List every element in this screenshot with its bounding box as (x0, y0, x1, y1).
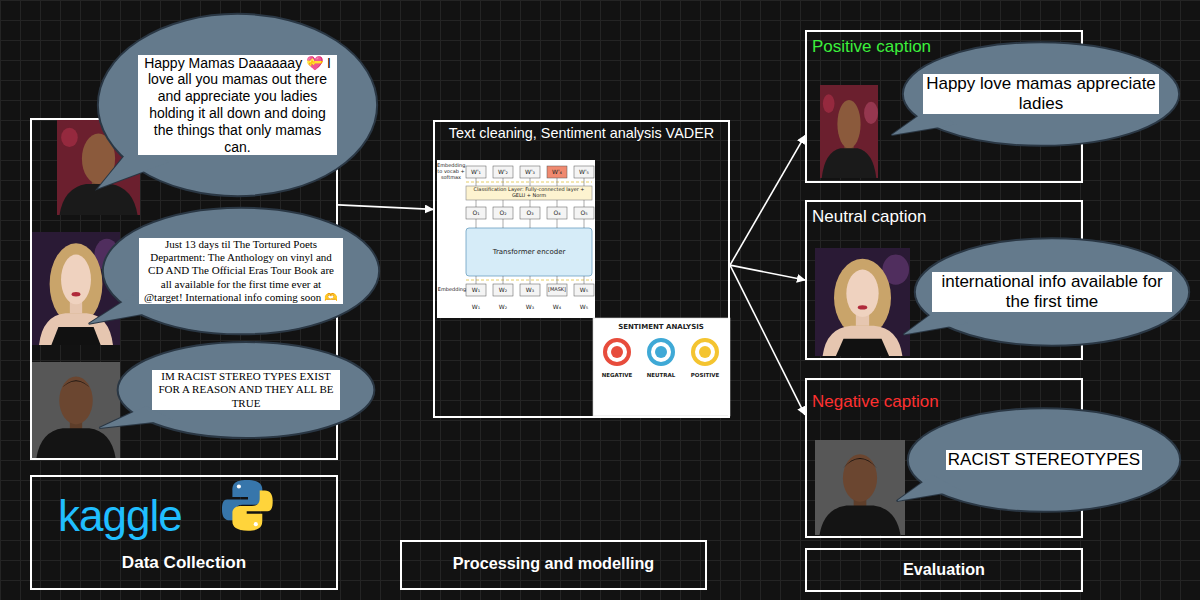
stage-label-box: Processing and modelling (400, 540, 707, 590)
bubble-outline (915, 238, 1189, 346)
figure-label: O₃ (526, 210, 533, 217)
bubble-outline (103, 208, 379, 335)
bubble-text: IM RACIST STEREO TYPES EXIST FOR A REASO… (152, 370, 341, 410)
photo (815, 440, 905, 535)
photo (32, 362, 120, 458)
figure-label: W₅ (580, 304, 588, 311)
caption-panel: Positive captionHappy love mamas appreci… (805, 30, 1083, 183)
speech-bubble: Happy love mamas appreciate ladies (900, 40, 1182, 148)
source-panel: Happy Mamas Daaaaaay 💝 I love all you ma… (30, 118, 338, 460)
figure-label: W'₁ (471, 169, 481, 176)
figure-label: Embedding to vocab + softmax (437, 163, 465, 180)
bubble-text: international info available for the fir… (932, 272, 1173, 313)
bubble-text-area: international info available for the fir… (932, 261, 1173, 324)
connector-arrow (730, 265, 805, 280)
stage-label-box: Evaluation (805, 548, 1083, 592)
speech-bubble: Just 13 days til The Tortured Poets Depa… (100, 205, 382, 337)
figure-label: W₄ (553, 304, 561, 311)
speech-bubble: international info available for the fir… (912, 236, 1192, 348)
node-text: Processing and modelling (402, 554, 705, 573)
node-text: Neutral caption (812, 207, 926, 227)
bubble-text-area: Happy Mamas Daaaaaay 💝 I love all you ma… (138, 40, 338, 169)
bubble-text-area: IM RACIST STEREO TYPES EXIST FOR A REASO… (152, 358, 341, 422)
python-logo (222, 480, 273, 531)
figure-label: POSITIVE (691, 372, 720, 378)
bubble-outline (98, 14, 377, 196)
figure-label: O₄ (553, 210, 560, 217)
node-text: Text cleaning, Sentiment analysis VADER (435, 124, 728, 142)
bubble-outline (118, 342, 375, 438)
node-text: Negative caption (812, 392, 939, 412)
figure-label: W'₅ (579, 169, 589, 176)
node-text: Positive caption (812, 37, 931, 57)
speech-bubble: Happy Mamas Daaaaaay 💝 I love all you ma… (95, 10, 380, 200)
sentiment-figure (593, 318, 730, 416)
figure-label: W₃ (526, 287, 534, 294)
bubble-text-area: RACIST STEREOTYPES (927, 432, 1161, 488)
bubble-text: Just 13 days til The Tortured Poets Depa… (139, 238, 342, 304)
caption-panel: Neutral captioninternational info availa… (805, 200, 1083, 360)
bubble-text-area: Happy love mamas appreciate ladies (923, 64, 1160, 125)
speech-bubble: RACIST STEREOTYPES (905, 406, 1183, 514)
figure-label: W₁ (472, 304, 480, 311)
node-text: Evaluation (807, 560, 1081, 579)
figure-label: NEUTRAL (647, 372, 676, 378)
figure-label: W₂ (499, 287, 507, 294)
bubble-tail (897, 475, 961, 501)
figure-label: SENTIMENT ANALYSIS (618, 323, 704, 331)
bubble-outline (908, 408, 1180, 512)
figure-label: O₂ (499, 210, 506, 217)
figure-label: W₃ (526, 304, 534, 311)
bubble-text: Happy Mamas Daaaaaay 💝 I love all you ma… (138, 55, 338, 156)
figure-label: Classification Layer: Fully-connected la… (468, 187, 590, 199)
figure-label: Embedding (438, 287, 466, 293)
figure-label: W₂ (499, 304, 507, 311)
logo-text: kaggle (58, 491, 182, 541)
bubble-text: Happy love mamas appreciate ladies (923, 74, 1160, 115)
figure-label: W₁ (472, 287, 480, 294)
transformer-figure (437, 160, 595, 318)
photo (815, 248, 910, 356)
bubble-text-area: Just 13 days til The Tortured Poets Depa… (139, 226, 342, 316)
figure-label: [MASK] (548, 287, 566, 293)
connector-arrow (730, 265, 805, 415)
figure-label: W'₃ (525, 169, 535, 176)
speech-bubble: IM RACIST STEREO TYPES EXIST FOR A REASO… (115, 340, 377, 440)
data-collection-box: kaggleData Collection (30, 475, 338, 590)
figure-label: W₅ (580, 287, 588, 294)
figure-label: W'₄ (552, 169, 562, 176)
figure-label: W'₂ (498, 169, 508, 176)
node-text: Data Collection (32, 553, 336, 573)
photo (32, 232, 120, 345)
bubble-text: RACIST STEREOTYPES (946, 450, 1142, 470)
figure-label: O₁ (472, 210, 479, 217)
process-box: Text cleaning, Sentiment analysis VADER (433, 120, 730, 418)
caption-panel: Negative captionRACIST STEREOTYPES (805, 378, 1083, 538)
photo (820, 85, 878, 178)
bubble-outline (903, 42, 1179, 146)
figure-label: O₅ (580, 210, 587, 217)
figure-label: Transformer encoder (493, 248, 566, 256)
connector-arrow (730, 136, 805, 266)
figure-label: NEGATIVE (602, 372, 633, 378)
connector-arrow (338, 205, 433, 210)
